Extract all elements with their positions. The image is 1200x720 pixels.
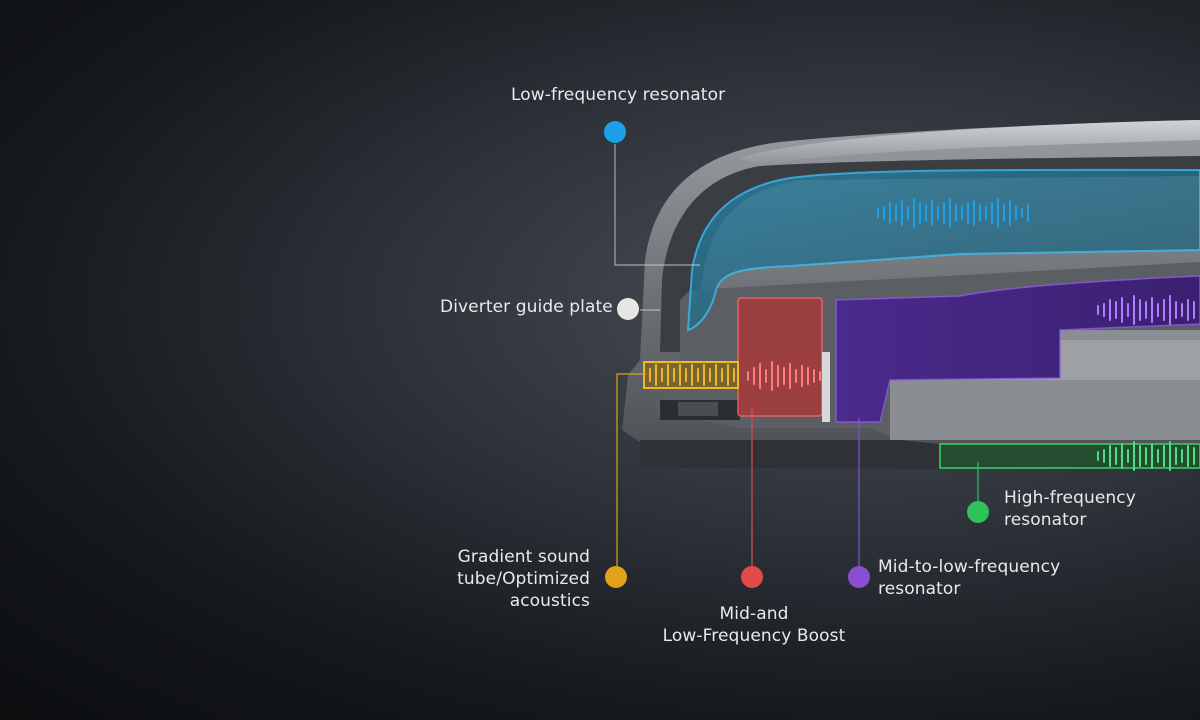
leader-line-low-frequency [614, 144, 700, 266]
high-frequency-resonator-region [939, 443, 1200, 469]
waveform-marks [649, 198, 1195, 471]
label-line: Mid-and [719, 604, 789, 624]
label-line: Low-Frequency Boost [662, 626, 846, 646]
mid-low-boost-region [737, 297, 823, 417]
label-diverter-guide-plate: Diverter guide plate [440, 296, 613, 318]
label-line: Gradient sound [457, 547, 590, 567]
label-high-frequency-resonator: High-frequency resonator [1004, 487, 1136, 531]
label-low-frequency-resonator: Low-frequency resonator [511, 84, 725, 106]
mid-to-low-dot [848, 566, 870, 588]
gradient-tube-dot [605, 566, 627, 588]
earbud-top-highlight [740, 120, 1200, 166]
label-line: Mid-to-low-frequency [878, 557, 1061, 577]
low-frequency-dot [604, 121, 626, 143]
label-line: resonator [878, 579, 961, 599]
label-line: resonator [1004, 510, 1087, 530]
mid-low-boost-dot [741, 566, 763, 588]
label-line: tube/Optimized [457, 569, 590, 589]
label-mid-to-low-resonator: Mid-to-low-frequency resonator [878, 556, 1060, 600]
label-line: Low-frequency resonator [511, 85, 726, 105]
label-gradient-sound-tube: Gradient sound tube/Optimized acoustics [440, 546, 590, 612]
label-mid-and-low-boost: Mid-and Low-Frequency Boost [654, 603, 854, 647]
diverter-dot [617, 298, 639, 320]
label-line: acoustics [509, 591, 590, 611]
low-frequency-resonator-region [686, 168, 1200, 332]
label-line: High-frequency [1004, 488, 1136, 508]
leader-line-gradient-tube [616, 373, 646, 566]
label-line: Diverter guide plate [440, 297, 613, 317]
high-frequency-dot [967, 501, 989, 523]
base-notch [678, 402, 718, 416]
boost-divider [822, 352, 830, 422]
